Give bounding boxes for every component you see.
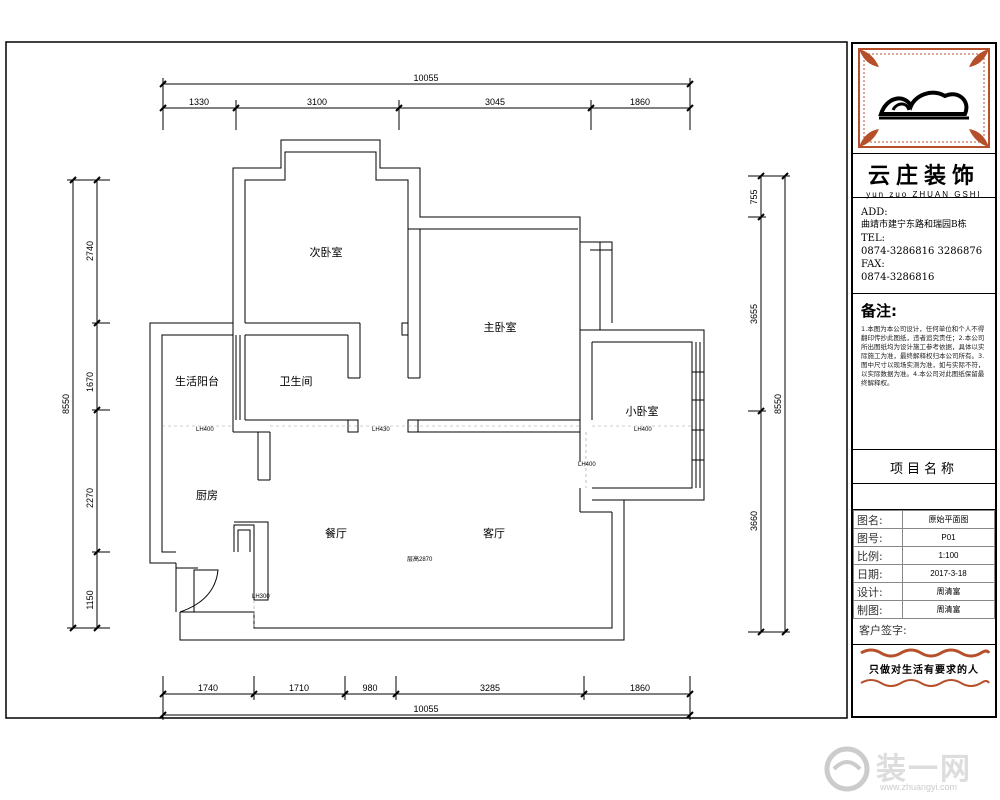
info-value: P01 [902, 528, 995, 547]
right-dimension-chain [748, 172, 790, 636]
tel-value: 0874-3286816 3286876 [861, 246, 983, 257]
top-dim-2: 3100 [307, 97, 327, 107]
info-row: 制图:周清富 [853, 600, 995, 619]
right-dim-1: 755 [749, 189, 759, 204]
tel-label: TEL: [861, 233, 885, 244]
info-row: 比例:1:100 [853, 546, 995, 565]
bottom-dim-2: 1710 [289, 683, 309, 693]
contact-panel: ADD: 曲靖市建宁东路和瑞园B栋 TEL: 0874-3286816 3286… [853, 198, 995, 294]
floor-plan-walls [149, 139, 705, 641]
right-total-dim: 8550 [773, 394, 783, 414]
beam-label-lh400-left: LH400 [196, 427, 214, 433]
info-key: 制图: [853, 600, 903, 619]
beam-label-lh400-right: LH400 [634, 427, 652, 433]
notes-panel: 备注: 1.本图为本公司设计，任何单位和个人不得翻印传抄此图纸，违者追究责任；2… [853, 294, 995, 450]
drawing-info-table: 图名:原始平面图 图号:P01 比例:1:100 日期:2017-3-18 设计… [853, 510, 995, 619]
top-dim-4: 1860 [630, 97, 650, 107]
brand-pinyin: yun zuo ZHUAN GSHI [866, 190, 982, 199]
address-value: 曲靖市建宁东路和瑞园B栋 [861, 220, 967, 230]
info-value: 周清富 [902, 582, 995, 601]
bottom-dim-4: 3285 [480, 683, 500, 693]
left-dimension-chain [67, 176, 110, 632]
info-row: 图名:原始平面图 [853, 510, 995, 529]
project-name-label: 项目名称 [889, 462, 958, 477]
client-sign-panel: 客户签字: [853, 619, 995, 645]
fax-value: 0874-3286816 [861, 272, 935, 283]
bottom-total-dim: 10055 [413, 704, 438, 714]
notes-title: 备注: [861, 302, 897, 320]
info-value: 1:100 [902, 546, 995, 565]
top-total-dim: 10055 [413, 73, 438, 83]
notes-text: 1.本图为本公司设计，任何单位和个人不得翻印传抄此图纸，违者追究责任；2.本公司… [861, 325, 985, 387]
fax-label: FAX: [861, 259, 885, 270]
ornament-border [860, 648, 991, 687]
right-dim-3: 3660 [749, 511, 759, 531]
info-key: 设计: [853, 582, 903, 601]
beam-lines [162, 425, 692, 628]
watermark-brand: 装一网 [876, 752, 972, 787]
slogan-panel: 只做对生活有要求的人 [853, 645, 995, 689]
beam-label-lh430: LH430 [372, 427, 390, 433]
title-block: 云庄装饰 yun zuo ZHUAN GSHI ADD: 曲靖市建宁东路和瑞园B… [851, 42, 997, 718]
room-label-bathroom: 卫生间 [280, 374, 313, 388]
company-logo [858, 48, 990, 148]
left-dim-1: 2740 [85, 241, 95, 261]
logo-panel [853, 44, 995, 154]
right-dim-2: 3655 [749, 304, 759, 324]
brand-panel: 云庄装饰 yun zuo ZHUAN GSHI [853, 154, 995, 199]
room-label-small-bedroom: 小卧室 [626, 404, 659, 418]
top-dim-3: 3045 [485, 97, 505, 107]
room-label-living: 客厅 [483, 526, 505, 540]
info-key: 图名: [853, 510, 903, 529]
info-key: 图号: [853, 528, 903, 547]
watermark-url: www.zhuangyi.com [880, 782, 958, 792]
left-dim-4: 1150 [85, 590, 95, 609]
beam-label-lh300: LH300 [252, 594, 270, 600]
info-value: 周清富 [902, 600, 995, 619]
room-label-master-bedroom: 主卧室 [484, 320, 517, 334]
left-dim-2: 1670 [85, 372, 95, 392]
client-sign-label: 客户签字: [859, 624, 907, 637]
watermark: 装一网 www.zhuangyi.com [820, 742, 995, 796]
project-blank-row [853, 484, 995, 510]
beam-label-lh400-small: LH400 [578, 462, 596, 468]
sheet-frame [5, 41, 848, 719]
room-label-utility-balcony: 生活阳台 [175, 374, 219, 388]
room-label-kitchen: 厨房 [196, 489, 218, 502]
left-total-dim: 8550 [61, 394, 71, 414]
bottom-dim-3: 980 [362, 683, 377, 693]
room-label-dining: 餐厅 [325, 526, 347, 540]
bottom-dim-5: 1860 [630, 683, 650, 693]
brand-name: 云庄装饰 [867, 163, 980, 189]
address-label: ADD: [861, 207, 888, 218]
bottom-dimension-chain [159, 676, 694, 720]
info-row: 图号:P01 [853, 528, 995, 547]
info-value: 2017-3-18 [902, 564, 995, 583]
ceiling-height-label: 层高2870 [407, 555, 433, 563]
info-row: 日期:2017-3-18 [853, 564, 995, 583]
info-key: 比例: [853, 546, 903, 565]
slogan-text: 只做对生活有要求的人 [869, 665, 979, 676]
info-key: 日期: [853, 564, 903, 583]
top-dim-1: 1330 [189, 97, 209, 107]
watermark-logo-icon [824, 746, 870, 792]
room-label-second-bedroom: 次卧室 [310, 245, 343, 259]
info-value: 原始平面图 [902, 510, 995, 529]
project-name-panel: 项目名称 [853, 450, 995, 484]
bottom-dim-1: 1740 [198, 683, 218, 693]
info-row: 设计:周清富 [853, 582, 995, 601]
top-dimension-chain [159, 78, 694, 130]
left-dim-3: 2270 [85, 488, 95, 508]
